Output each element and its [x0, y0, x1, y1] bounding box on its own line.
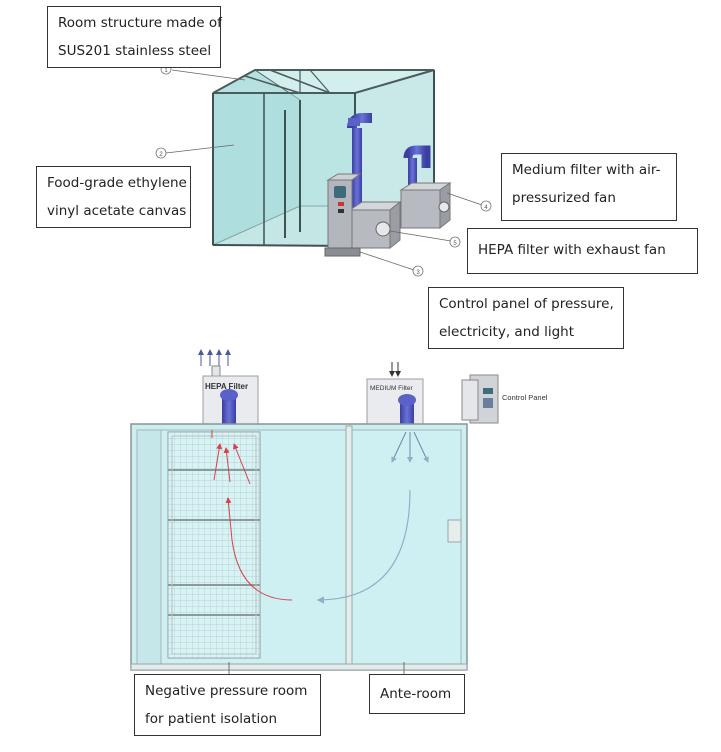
callout-line: for patient isolation: [145, 711, 278, 727]
airflow-paths: [211, 430, 429, 604]
marker-3: 3: [412, 265, 424, 277]
callout-line: Room structure made of: [58, 15, 222, 31]
control-panel-unit: [461, 374, 499, 424]
callout-negative-room: Negative pressure room for patient isola…: [134, 674, 321, 736]
callout-line: Ante-room: [380, 686, 452, 702]
intake-arrows: [389, 362, 401, 377]
callout-line: Negative pressure room: [145, 683, 308, 699]
callout-line: pressurized fan: [512, 190, 616, 206]
callout-line: electricity, and light: [439, 324, 575, 340]
marker-2: 2: [155, 147, 167, 159]
medium-unit-3d: [399, 145, 452, 230]
callout-medium-filter: Medium filter with air- pressurized fan: [501, 153, 677, 221]
callout-line: vinyl acetate canvas: [47, 203, 187, 219]
callout-line: Food-grade ethylene: [47, 175, 187, 191]
callout-line: Medium filter with air-: [512, 162, 661, 178]
svg-text:4: 4: [484, 205, 488, 211]
control-panel-label: Control Panel: [502, 393, 548, 402]
medium-filter-unit: [366, 378, 424, 427]
hepa-filter-label: HEPA Filter: [205, 382, 248, 391]
marker-5: 5: [449, 236, 461, 248]
callout-line: SUS201 stainless steel: [58, 43, 212, 59]
callout-line: Control panel of pressure,: [439, 296, 614, 312]
callout-canvas: Food-grade ethylene vinyl acetate canvas: [36, 166, 191, 228]
callout-room-structure: Room structure made of SUS201 stainless …: [47, 6, 222, 68]
medium-filter-label: MEDIUM Filter: [370, 385, 413, 392]
callout-control-panel: Control panel of pressure, electricity, …: [428, 287, 624, 349]
svg-text:3: 3: [416, 270, 420, 276]
exhaust-arrows: [198, 349, 231, 366]
callout-hepa-filter: HEPA filter with exhaust fan: [467, 228, 698, 274]
hepa-filter-unit: [202, 365, 259, 428]
callout-ante-room: Ante-room: [369, 674, 465, 714]
svg-text:5: 5: [453, 241, 457, 247]
callout-line: HEPA filter with exhaust fan: [478, 242, 666, 258]
svg-text:2: 2: [159, 152, 163, 158]
marker-4: 4: [480, 200, 492, 212]
svg-text:1: 1: [164, 68, 168, 74]
marker-leaders: [165, 69, 483, 272]
room-plan: [130, 423, 468, 671]
hepa-unit-3d: [324, 113, 402, 257]
